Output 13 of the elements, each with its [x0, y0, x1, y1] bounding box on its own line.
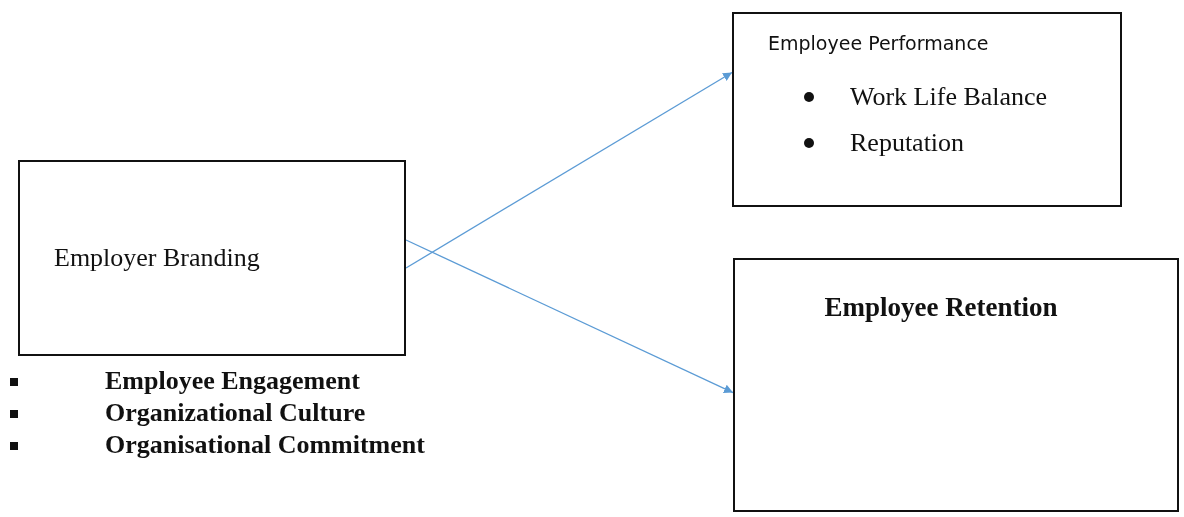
list-item: Reputation	[850, 128, 965, 158]
arrow	[405, 71, 733, 269]
node-heading: Employee Retention	[824, 292, 1058, 323]
process-box	[733, 258, 1179, 512]
node-label: Employer Branding	[54, 243, 261, 273]
list-item: Work Life Balance	[850, 82, 1048, 112]
list-item: Organizational Culture	[105, 398, 366, 428]
arrow	[405, 239, 734, 394]
node-heading: Employee Performance	[768, 32, 990, 54]
list-item: Employee Engagement	[105, 366, 360, 396]
list-item: Organisational Commitment	[105, 430, 425, 460]
process-box	[18, 160, 406, 356]
process-box	[732, 12, 1122, 207]
